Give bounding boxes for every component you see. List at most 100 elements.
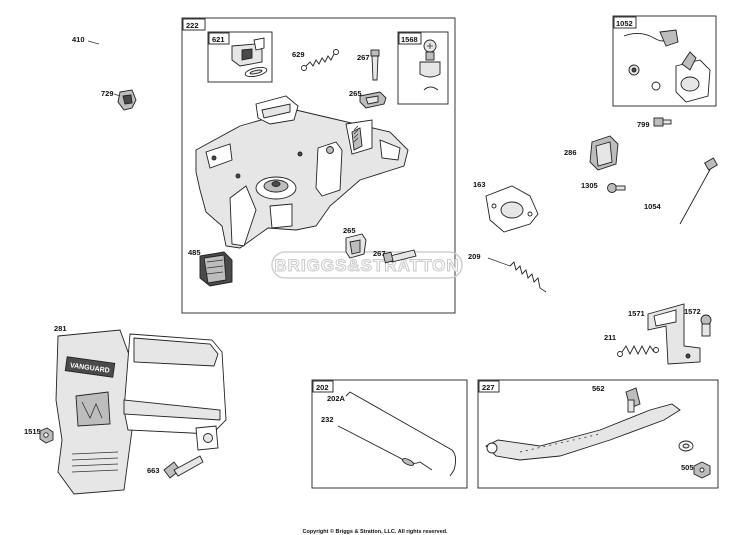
part-729-clip-slot <box>122 94 133 105</box>
part-1568-clip <box>423 86 439 91</box>
part-211-hook-a <box>617 351 623 357</box>
part-211-spring <box>621 344 655 356</box>
part-1054-strap <box>679 165 713 225</box>
part-1305-head <box>607 183 617 193</box>
group-box-621 <box>207 31 273 83</box>
callout-1052: 1052 <box>616 19 633 28</box>
callout-265-bottom: 265 <box>343 226 356 235</box>
part-209-hook <box>487 257 511 267</box>
callout-265-top: 265 <box>349 89 362 98</box>
part-267-head <box>370 49 380 57</box>
part-163-bolt-hole-b <box>527 211 533 217</box>
callout-232: 232 <box>321 415 334 424</box>
part-629-hook-a <box>301 65 307 71</box>
watermark-frame <box>271 251 463 279</box>
part-1052-washer <box>651 81 661 91</box>
group-box-222 <box>181 17 456 314</box>
group-tag-227 <box>478 380 500 393</box>
part-562-pin-shank <box>627 399 635 413</box>
housing-emblem-v <box>81 401 103 419</box>
part-227-lever <box>485 403 681 461</box>
part-621-block <box>241 48 253 61</box>
callout-485: 485 <box>188 248 201 257</box>
group-tag-1568 <box>398 32 422 45</box>
bracket-spring-coil <box>353 125 359 143</box>
part-1572-head <box>700 314 712 326</box>
group-tag-1052 <box>613 16 637 29</box>
group-box-1568 <box>397 31 449 105</box>
callout-562: 562 <box>592 384 605 393</box>
part-1052-lever <box>681 51 697 71</box>
part-281-housing: VANGUARD <box>55 329 227 495</box>
group-box-202 <box>311 379 468 489</box>
callout-1054: 1054 <box>644 202 662 211</box>
group-tag-621 <box>208 32 230 45</box>
part-505-nut-hole <box>699 467 705 473</box>
housing-emblem <box>75 391 111 427</box>
part-286-block-face <box>595 141 613 167</box>
callout-1305: 1305 <box>581 181 598 190</box>
callout-799: 799 <box>637 120 650 129</box>
part-211-hook-b <box>653 347 659 353</box>
callout-281: 281 <box>54 324 67 333</box>
callout-505: 505 <box>681 463 694 472</box>
housing-badge <box>64 356 116 378</box>
part-222-control-bracket <box>195 95 409 249</box>
group-box-227 <box>477 379 719 489</box>
part-410-tube-inner <box>72 32 128 74</box>
part-1568-stem <box>425 51 435 61</box>
part-202a-rod <box>345 391 457 477</box>
watermark-text: BRIGGS&STRATTON <box>274 256 459 275</box>
part-265-top-face <box>365 95 379 105</box>
group-box-1052 <box>612 15 717 107</box>
callout-267-top: 267 <box>357 53 370 62</box>
part-663-shank <box>173 455 204 477</box>
callout-202: 202 <box>316 383 329 392</box>
group-tag-222 <box>182 18 206 31</box>
part-1052-nut-hole <box>631 67 637 73</box>
callout-286: 286 <box>564 148 577 157</box>
part-1052-switch-body <box>680 76 700 92</box>
part-232-ferrule <box>402 458 414 466</box>
part-1054-buckle <box>704 157 718 171</box>
callout-222: 222 <box>186 21 199 30</box>
callout-227: 227 <box>482 383 495 392</box>
part-485-block-face <box>203 254 227 284</box>
part-1052-plug <box>659 29 679 47</box>
housing-shroud-band <box>123 399 221 421</box>
part-265-bottom-face <box>349 239 361 255</box>
housing-shroud-top <box>133 337 219 367</box>
part-1305-shank <box>615 185 626 191</box>
part-1572-shank <box>701 323 711 337</box>
bracket-ear-right <box>379 139 401 161</box>
callout-209: 209 <box>468 252 481 261</box>
callout-663: 663 <box>147 466 160 475</box>
housing-louvers <box>71 451 119 473</box>
part-227-lever-eye <box>486 442 498 454</box>
part-1568-body <box>419 61 441 78</box>
part-227-lever-holes <box>519 433 601 453</box>
leader-729 <box>113 93 121 97</box>
part-227-washer-hole <box>682 443 690 449</box>
bracket-pulley-pin <box>271 181 281 187</box>
part-163-gasket-hole <box>500 201 524 219</box>
bracket-hole-c <box>297 151 303 157</box>
bracket-bar-center <box>315 141 343 197</box>
part-1571-hole <box>685 353 691 359</box>
housing-mount-hole <box>203 433 213 443</box>
part-485-ribs <box>206 259 224 275</box>
copyright-text: Copyright © Briggs & Stratton, LLC. All … <box>302 528 448 535</box>
part-267-bottom-head <box>382 251 394 264</box>
part-1568-cross <box>427 43 433 49</box>
bracket-arm-left <box>229 185 257 247</box>
part-621-clip-hole <box>249 69 263 75</box>
bracket-hole-b <box>235 173 241 179</box>
part-267-shank <box>371 55 379 81</box>
callout-1571: 1571 <box>628 309 645 318</box>
bracket-pivot <box>326 146 334 154</box>
callout-1568: 1568 <box>401 35 418 44</box>
part-1571-face <box>653 309 677 327</box>
part-629-spring <box>305 53 335 67</box>
callout-211: 211 <box>604 333 616 342</box>
